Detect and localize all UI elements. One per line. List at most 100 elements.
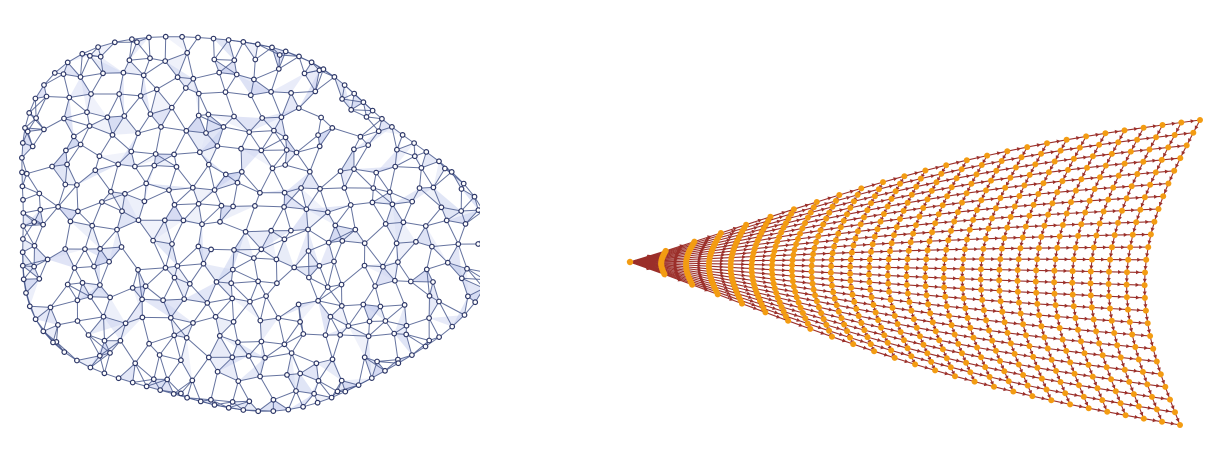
mesh-vertex [298,320,303,325]
mesh-vertex [339,282,344,287]
mesh-vertex [256,279,261,284]
mesh-vertex [338,169,343,174]
horn-vertex [874,226,880,232]
mesh-vertex [158,388,163,393]
mesh-face [166,37,188,53]
mesh-vertex [151,238,156,243]
mesh-edge [110,288,133,298]
horn-arrowhead [881,199,885,203]
mesh-vertex [212,57,217,62]
mesh-vertex [143,284,148,289]
horn-arrowhead [1134,415,1138,419]
mesh-vertex [188,282,193,287]
mesh-vertex [343,389,348,394]
horn-arrowhead [1150,342,1154,346]
horn-vertex [851,198,857,204]
horn-vertex [959,200,965,206]
horn-vertex [866,272,872,278]
mesh-edge [199,92,226,94]
mesh-edge [233,183,237,207]
horn-vertex [1008,340,1014,346]
mesh-vertex [430,244,435,249]
horn-arrowhead [1072,223,1076,227]
horn-vertex [875,317,881,323]
horn-arrowhead [916,266,920,270]
mesh-edge [411,282,430,296]
horn-vertex [1004,148,1010,154]
mesh-edge [144,61,166,75]
mesh-vertex [155,87,160,92]
horn-arrowhead [1100,282,1104,286]
horn-arrowhead [961,184,965,188]
horn-vertex [1093,328,1099,334]
horn-arrowhead [1027,279,1031,283]
mesh-vertex [259,247,264,252]
horn-arrowhead [1093,396,1097,400]
horn-vertex [925,301,931,307]
horn-vertex [1109,244,1115,250]
horn-vertex [1088,280,1094,286]
horn-vertex [906,248,912,254]
horn-vertex [1007,175,1013,181]
horn-vertex [1131,391,1137,397]
horn-arrowhead [939,239,943,243]
mesh-vertex [410,199,415,204]
mesh-vertex [184,86,189,91]
mesh-vertex [224,172,229,177]
horn-arrowhead [841,258,845,262]
mesh-vertex [256,409,261,414]
horn-arrowhead [1141,184,1145,188]
mesh-edge [199,204,222,206]
horn-vertex [1034,365,1040,371]
horn-arrowhead [1028,257,1032,261]
horn-arrowhead [1027,268,1031,272]
horn-arrowhead [976,237,980,241]
horn-arrowhead [885,192,889,196]
horn-vertex [1023,224,1029,230]
mesh-edge [214,60,234,61]
mesh-vertex [260,116,265,121]
horn-vertex [868,200,874,206]
horn-vertex [959,350,965,356]
mesh-vertex [294,389,299,394]
horn-vertex [815,233,821,239]
mesh-vertex [414,240,419,245]
horn-arrowhead [842,251,846,255]
horn-arrowhead [764,284,768,288]
horn-vertex [888,347,894,353]
horn-arrowhead [982,217,986,221]
horn-vertex [1058,379,1064,385]
horn-arrowhead [916,284,920,288]
horn-arrowhead [783,253,787,257]
mesh-vertex [20,156,25,161]
horn-arrowhead [765,289,769,293]
mesh-vertex [78,75,83,80]
mesh-vertex [374,170,379,175]
horn-arrowhead [1139,245,1143,249]
horn-arrowhead [830,227,834,231]
horn-vertex [814,199,820,205]
mesh-vertex [213,315,218,320]
mesh-vertex [370,376,375,381]
horn-arrowhead [1159,182,1163,186]
mesh-vertex [413,154,418,159]
mesh-edge [135,363,154,379]
mesh-edge [320,188,344,189]
mesh-edge [146,286,164,300]
mesh-edge [403,222,425,226]
mesh-vertex [226,38,231,43]
mesh-edge [380,305,404,307]
mesh-vertex [163,218,168,223]
mesh-vertex [212,188,217,193]
horn-vertex [835,231,841,237]
horn-vertex [1054,245,1060,251]
horn-arrowhead [1099,198,1103,202]
horn-vertex [878,325,884,331]
horn-vertex [1122,127,1128,133]
horn-vertex [796,300,802,306]
horn-vertex [872,193,878,199]
horn-vertex [838,224,844,230]
mesh-vertex [282,205,287,210]
horn-vertex [922,274,928,280]
horn-vertex [978,287,984,293]
